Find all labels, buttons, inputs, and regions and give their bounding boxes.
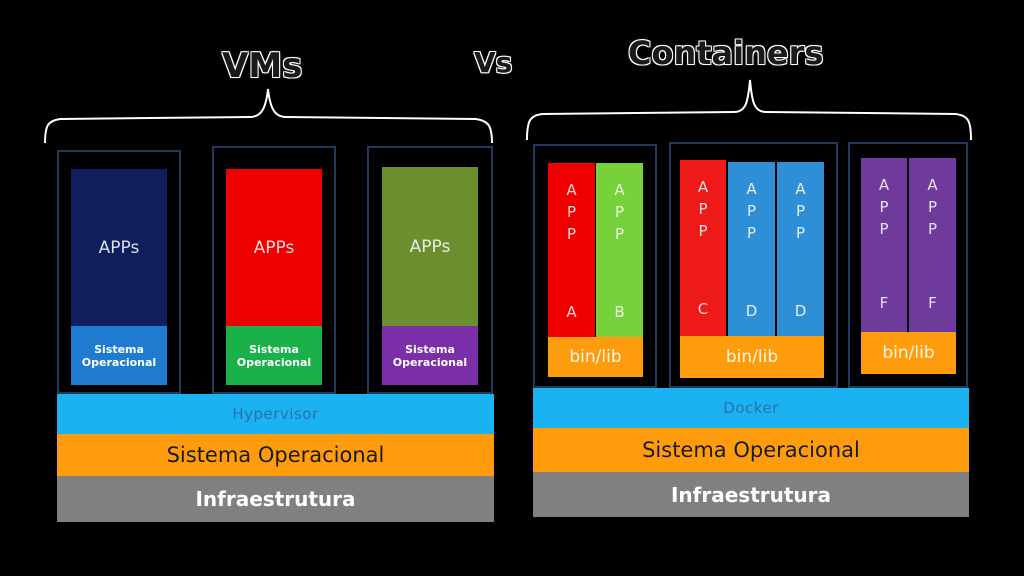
container-host-os-label: Sistema Operacional	[642, 438, 860, 462]
binlib-1: bin/lib	[548, 337, 643, 377]
container-host-os-layer: Sistema Operacional	[533, 428, 969, 472]
vm-host-os-label: Sistema Operacional	[166, 443, 385, 467]
vm-host-os-layer: Sistema Operacional	[57, 434, 494, 476]
letter: P	[698, 222, 708, 240]
container-app-b-letters: A P P	[596, 163, 643, 245]
vm-2-os-label: Sistema Operacional	[236, 342, 312, 369]
letter: P	[566, 203, 577, 221]
binlib-1-label: bin/lib	[569, 347, 622, 367]
letter: P	[927, 220, 938, 238]
letter: A	[878, 176, 890, 194]
letter: A	[795, 180, 806, 198]
letter: P	[795, 224, 806, 242]
letter: A	[697, 178, 709, 196]
hypervisor-layer: Hypervisor	[57, 394, 494, 434]
binlib-3-label: bin/lib	[882, 343, 935, 363]
hypervisor-label: Hypervisor	[232, 405, 319, 423]
container-app-f1-suffix: F	[879, 294, 889, 312]
container-app-f2: A P P F	[909, 158, 956, 332]
binlib-2: bin/lib	[680, 336, 824, 378]
letter: P	[927, 198, 938, 216]
letter: A	[927, 176, 938, 194]
vms-title: VMs	[222, 46, 303, 86]
vm-3-apps-label: APPs	[409, 236, 451, 257]
container-app-d2-suffix: D	[794, 302, 807, 320]
binlib-2-label: bin/lib	[725, 347, 779, 367]
container-app-c-suffix: C	[697, 300, 709, 318]
vm-infra-label: Infraestrutura	[195, 487, 356, 511]
vm-box-1	[57, 150, 181, 394]
vm-2-os: Sistema Operacional	[226, 326, 322, 385]
vm-1-os: Sistema Operacional	[71, 326, 167, 385]
letter: P	[746, 224, 757, 242]
vm-1-apps-label: APPs	[98, 237, 140, 258]
vm-box-2	[212, 146, 336, 394]
container-app-a-letters: A P P	[548, 163, 595, 245]
container-app-c: A P P C	[680, 160, 726, 336]
container-group-3	[848, 142, 968, 388]
container-app-f1-letters: A P P	[861, 158, 907, 240]
docker-layer: Docker	[533, 388, 969, 428]
container-app-d1-suffix: D	[745, 302, 758, 320]
letter: P	[698, 200, 708, 218]
vm-3-apps: APPs	[382, 167, 478, 326]
letter: A	[614, 181, 625, 199]
container-app-b-suffix: B	[614, 303, 625, 321]
letter: A	[746, 180, 757, 198]
vm-infra-layer: Infraestrutura	[57, 476, 494, 522]
container-app-d2: A P P D	[777, 162, 824, 336]
container-infra-label: Infraestrutura	[670, 482, 832, 507]
container-app-a: A P P A	[548, 163, 595, 337]
container-app-a-suffix: A	[566, 303, 577, 321]
vm-2-apps: APPs	[226, 169, 322, 326]
letter: P	[614, 203, 625, 221]
containers-title: Containers	[628, 34, 824, 72]
docker-label: Docker	[723, 399, 779, 417]
letter: P	[746, 202, 757, 220]
vm-box-3	[367, 146, 493, 394]
container-app-f1: A P P F	[861, 158, 907, 332]
vm-3-os: Sistema Operacional	[382, 326, 478, 385]
vm-2-apps-label: APPs	[253, 237, 295, 258]
container-infra-layer: Infraestrutura	[533, 472, 969, 517]
letter: P	[879, 220, 889, 238]
container-app-d1: A P P D	[728, 162, 775, 336]
vm-1-os-label: Sistema Operacional	[81, 342, 157, 369]
vms-brace	[44, 88, 493, 144]
letter: P	[795, 202, 806, 220]
vm-3-os-label: Sistema Operacional	[392, 342, 468, 369]
container-group-2	[669, 142, 838, 388]
vs-title: Vs	[474, 46, 513, 79]
container-app-f2-letters: A P P	[909, 158, 956, 240]
container-app-c-letters: A P P	[680, 160, 726, 242]
vm-1-apps: APPs	[71, 169, 167, 326]
container-app-b: A P P B	[596, 163, 643, 337]
container-app-f2-suffix: F	[928, 294, 937, 312]
letter: P	[566, 225, 577, 243]
container-group-1	[533, 144, 657, 388]
containers-brace	[526, 79, 972, 141]
container-app-d1-letters: A P P	[728, 162, 775, 244]
binlib-3: bin/lib	[861, 332, 956, 374]
letter: A	[566, 181, 577, 199]
letter: P	[614, 225, 625, 243]
container-app-d2-letters: A P P	[777, 162, 824, 244]
letter: P	[879, 198, 889, 216]
